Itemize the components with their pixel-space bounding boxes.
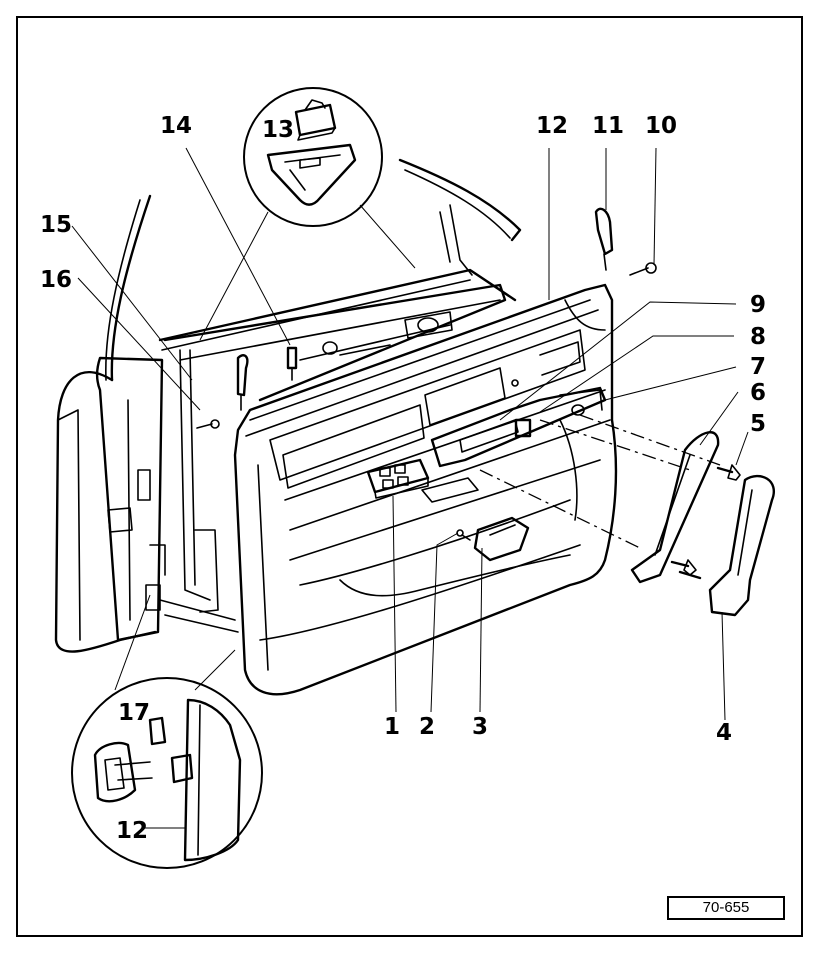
leader-line (199, 211, 269, 341)
callout-11: 11 (592, 113, 624, 139)
assembly-line (579, 414, 721, 466)
callout-7: 7 (750, 354, 766, 380)
screws (196, 262, 741, 580)
window-switch-unit (366, 458, 479, 503)
figure-reference: 70-655 (667, 896, 785, 920)
assembly-line (479, 469, 641, 549)
callout-leaders (71, 147, 749, 829)
leader-line (194, 649, 236, 691)
lock-knob (594, 207, 614, 271)
callout-15: 15 (40, 212, 72, 238)
door-shell (54, 158, 522, 653)
callout-2: 2 (419, 714, 435, 740)
callout-6: 6 (750, 380, 766, 406)
detail-circle-top (243, 87, 383, 227)
pull-cup (456, 516, 530, 562)
leader-line (359, 204, 416, 269)
callout-3: 3 (472, 714, 488, 740)
callout-16: 16 (40, 267, 72, 293)
pull-handle (708, 474, 775, 617)
callout-4: 4 (716, 720, 732, 746)
callout-14: 14 (160, 113, 192, 139)
callout-13: 13 (262, 117, 294, 143)
callout-8: 8 (750, 324, 766, 350)
callout-12-detail: 12 (116, 818, 148, 844)
detail-circle-bottom (71, 677, 263, 869)
callout-5: 5 (750, 411, 766, 437)
callout-10: 10 (645, 113, 677, 139)
callout-9: 9 (750, 292, 766, 318)
callout-17: 17 (118, 700, 150, 726)
diagram-frame (16, 16, 803, 937)
callout-1: 1 (384, 714, 400, 740)
armrest-grip (630, 431, 720, 584)
leader-line (114, 594, 151, 691)
pins (236, 346, 298, 411)
callout-12: 12 (536, 113, 568, 139)
door-trim-panel (233, 283, 618, 696)
